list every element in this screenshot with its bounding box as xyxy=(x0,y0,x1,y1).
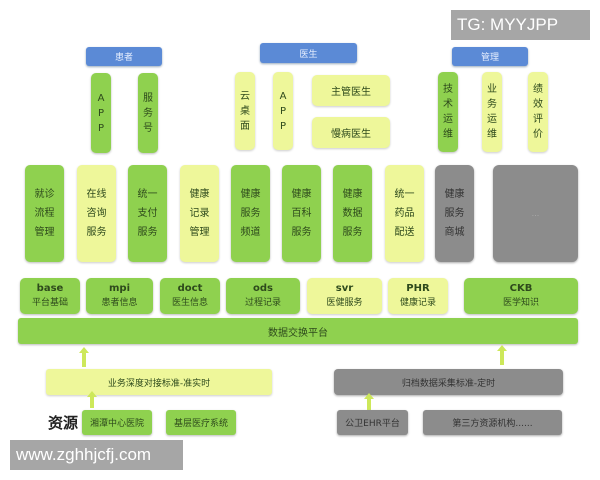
header-admin: 管理 xyxy=(452,47,528,66)
module-name: 平台基础 xyxy=(31,298,68,308)
service-box: 统一支付服务 xyxy=(128,165,167,262)
module-name: 医健服务 xyxy=(326,298,363,308)
module-box: mpi 患者信息 xyxy=(86,278,153,314)
scheduled-standard: 归档数据采集标准-定时 xyxy=(334,369,563,395)
service-box-more: ... xyxy=(493,165,578,262)
watermark-bottom: www.zghhjcfj.com xyxy=(10,440,183,470)
module-name: 患者信息 xyxy=(101,298,138,308)
module-box: ods 过程记录 xyxy=(226,278,300,314)
resource-box: 基层医疗系统 xyxy=(166,410,236,435)
service-box: 在线咨询服务 xyxy=(77,165,116,262)
patient-service-account: 服务号 xyxy=(138,73,158,153)
tech-ops: 技术运维 xyxy=(438,72,458,152)
module-box: svr 医健服务 xyxy=(307,278,382,314)
service-box: 就诊流程管理 xyxy=(25,165,64,262)
module-box: doct 医生信息 xyxy=(160,278,220,314)
arrow-up-icon xyxy=(364,393,374,410)
module-code: doct xyxy=(177,283,203,294)
module-code: PHR xyxy=(406,283,430,294)
module-name: 过程记录 xyxy=(244,298,281,308)
biz-ops: 业务运维 xyxy=(482,72,502,152)
module-box: PHR 健康记录 xyxy=(388,278,448,314)
header-patient: 患者 xyxy=(86,47,162,66)
service-box: 健康百科服务 xyxy=(282,165,321,262)
module-code: CKB xyxy=(509,283,533,294)
header-doctor: 医生 xyxy=(260,43,357,63)
resource-box: 第三方资源机构...... xyxy=(423,410,562,435)
performance-eval: 绩效评价 xyxy=(528,72,548,152)
module-name: 医生信息 xyxy=(171,298,208,308)
module-code: mpi xyxy=(108,283,130,294)
module-name: 医学知识 xyxy=(502,298,539,308)
service-box: 健康服务商城 xyxy=(435,165,474,262)
resources-label: 资源 xyxy=(47,413,78,432)
resource-box: 公卫EHR平台 xyxy=(337,410,408,435)
service-box: 健康记录管理 xyxy=(180,165,219,262)
arrow-up-icon xyxy=(87,391,97,408)
module-name: 健康记录 xyxy=(399,298,436,308)
module-box: CKB 医学知识 xyxy=(464,278,578,314)
realtime-standard: 业务深度对接标准-准实时 xyxy=(46,369,272,395)
module-code: ods xyxy=(253,283,273,294)
arrow-up-icon xyxy=(79,347,89,367)
doctor-cloud-desktop: 云桌面 xyxy=(235,72,255,150)
module-code: svr xyxy=(335,283,354,294)
module-code: base xyxy=(36,283,64,294)
service-box: 统一药品配送 xyxy=(385,165,424,262)
chronic-doctor: 慢病医生 xyxy=(312,117,390,148)
data-exchange-platform: 数据交换平台 xyxy=(18,318,578,344)
resource-box: 湘潭中心医院 xyxy=(82,410,152,435)
arrow-up-icon xyxy=(497,345,507,365)
chief-doctor: 主管医生 xyxy=(312,75,390,106)
watermark-top: TG: MYYJPP xyxy=(451,10,590,40)
doctor-app: APP xyxy=(273,72,293,150)
patient-app: APP xyxy=(91,73,111,153)
service-box: 健康服务频道 xyxy=(231,165,270,262)
module-box: base 平台基础 xyxy=(20,278,80,314)
service-box: 健康数据服务 xyxy=(333,165,372,262)
